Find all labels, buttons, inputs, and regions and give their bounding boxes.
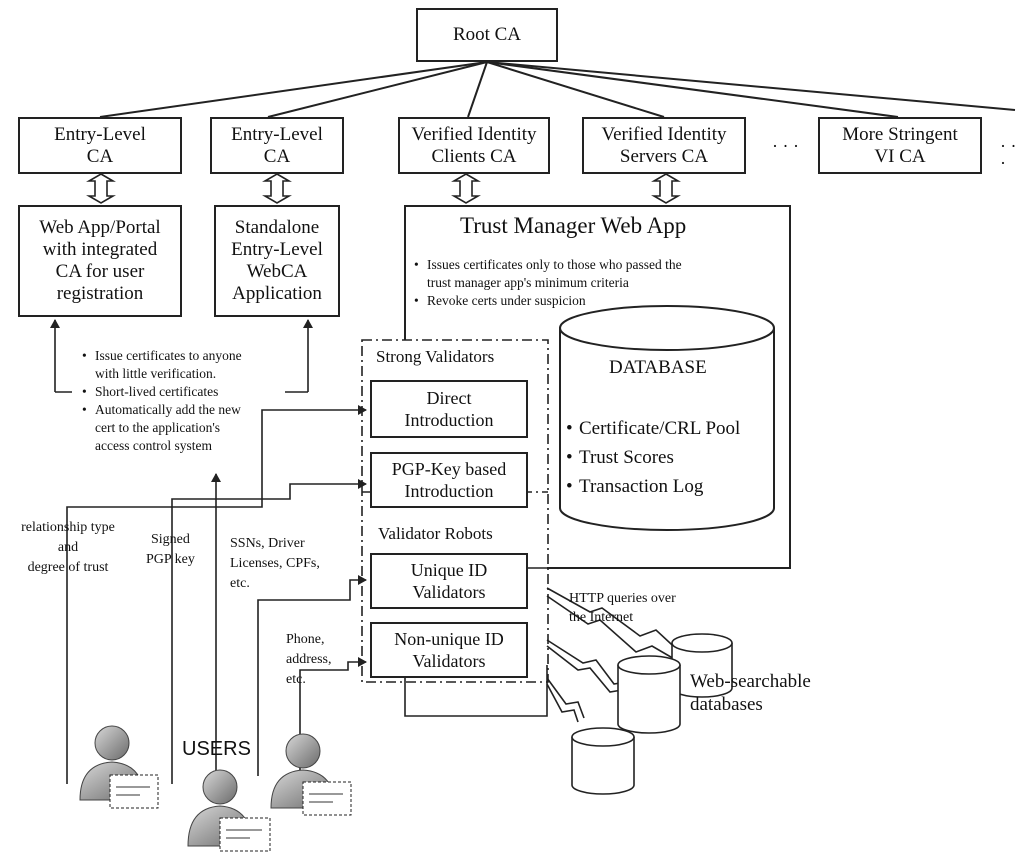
- entry-level-notes: Issue certificates to anyone with little…: [82, 347, 322, 455]
- phone-arrow: [299, 657, 367, 772]
- double-arrow-1: [86, 173, 116, 204]
- certificate-icon: [302, 781, 352, 816]
- standalone-app-box: Standalone Entry-Level WebCA Application: [214, 205, 340, 317]
- database-item-3: Transaction Log: [566, 472, 740, 501]
- query-zigzags: [546, 587, 685, 723]
- trust-manager-notes: Issues certificates only to those who pa…: [414, 256, 784, 310]
- database-title: DATABASE: [609, 357, 707, 378]
- trust-manager-frame: [404, 205, 791, 569]
- strong-validators-label: Strong Validators: [376, 347, 495, 366]
- trust-manager-bottom-tab: [404, 665, 548, 717]
- entry-note-1: Issue certificates to anyone with little…: [82, 347, 322, 383]
- double-arrow-3: [451, 173, 481, 204]
- relationship-input-label: relationship type and degree of trust: [21, 520, 115, 575]
- double-arrow-4: [651, 173, 681, 204]
- trust-note-1: Issues certificates only to those who pa…: [414, 256, 784, 292]
- certificate-icon: [219, 817, 271, 852]
- user-figure-left: [79, 725, 159, 809]
- entry-note-2: Short-lived certificates: [82, 383, 322, 401]
- web-db-1: [671, 633, 733, 698]
- database-item-1: Certificate/CRL Pool: [566, 414, 740, 443]
- certificate-icon: [109, 774, 159, 809]
- database-item-2: Trust Scores: [566, 443, 740, 472]
- web-app-portal-box: Web App/Portal with integrated CA for us…: [18, 205, 182, 317]
- verified-identity-servers-ca-box: Verified Identity Servers CA: [582, 117, 746, 174]
- non-unique-id-validators-box: Non-unique ID Validators: [370, 622, 528, 678]
- web-db-3: [571, 727, 635, 795]
- trust-note-2: Revoke certs under suspicion: [414, 292, 784, 310]
- entry-level-ca-box-2: Entry-Level CA: [210, 117, 344, 174]
- double-arrows: [86, 173, 681, 204]
- pgp-key-introduction-box: PGP-Key based Introduction: [370, 452, 528, 508]
- trust-manager-title: Trust Manager Web App: [460, 213, 687, 238]
- double-arrow-2: [262, 173, 292, 204]
- phone-input-label: Phone, address, etc.: [286, 632, 332, 687]
- validator-robots-label: Validator Robots: [378, 524, 493, 543]
- ssns-arrow: [257, 575, 367, 776]
- user-figure-middle: [187, 769, 271, 852]
- signed-pgp-key-label: Signed PGP key: [146, 532, 195, 567]
- ellipsis-1: · · ·: [772, 136, 799, 156]
- direct-introduction-box: Direct Introduction: [370, 380, 528, 438]
- unique-id-validators-box: Unique ID Validators: [370, 553, 528, 609]
- root-ca-box: Root CA: [416, 8, 558, 62]
- ssns-input-label: SSNs, Driver Licenses, CPFs, etc.: [230, 536, 320, 591]
- root-tree-lines: [99, 61, 1016, 118]
- entry-level-ca-box-1: Entry-Level CA: [18, 117, 182, 174]
- verified-identity-clients-ca-box: Verified Identity Clients CA: [398, 117, 550, 174]
- database-items: Certificate/CRL Pool Trust Scores Transa…: [566, 414, 740, 501]
- validators-frame: [361, 339, 549, 683]
- http-queries-label: HTTP queries over the Internet: [569, 591, 676, 625]
- entry-note-3: Automatically add the new cert to the ap…: [82, 401, 322, 455]
- ellipsis-2: · · ·: [1000, 136, 1017, 173]
- more-stringent-vi-ca-box: More Stringent VI CA: [818, 117, 982, 174]
- web-searchable-db-label: Web-searchable databases: [690, 671, 811, 715]
- pgp-key-arrow: [171, 479, 367, 784]
- user-figure-right: [270, 733, 352, 816]
- web-db-2: [617, 655, 681, 734]
- users-label: USERS: [182, 738, 251, 760]
